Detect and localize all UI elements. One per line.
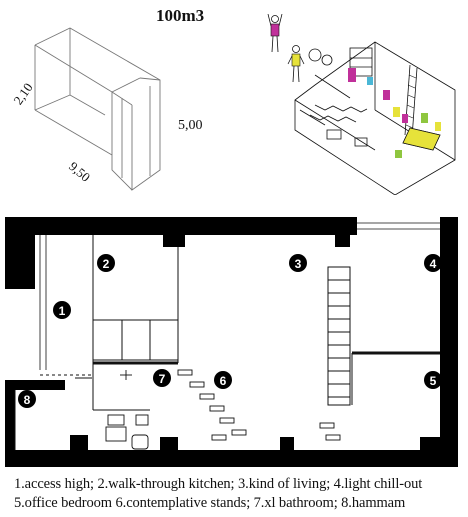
legend-line-2: 5.office bedroom 6.contemplative stands;…	[14, 495, 406, 511]
marker-7: 7	[153, 369, 171, 387]
bathroom-fixtures	[40, 370, 149, 450]
svg-text:1: 1	[59, 304, 66, 318]
stand-steps	[177, 369, 341, 441]
marker-5: 5	[424, 371, 442, 389]
svg-text:4: 4	[430, 257, 437, 271]
svg-text:8: 8	[24, 393, 31, 407]
marker-8: 8	[18, 390, 36, 408]
page-title: 100m3	[156, 6, 205, 25]
svg-text:7: 7	[159, 372, 166, 386]
person-figure-yellow-icon	[287, 45, 305, 83]
marker-1: 1	[53, 301, 71, 319]
wall-notch-a	[163, 235, 185, 247]
ladder	[327, 266, 351, 406]
wall-top-left	[5, 217, 35, 289]
volume-wireframe	[34, 27, 161, 191]
marker-4: 4	[424, 254, 442, 272]
marker-3: 3	[289, 254, 307, 272]
wall-bottom	[5, 450, 458, 467]
wall-notch-c	[70, 435, 88, 450]
wall-top	[5, 217, 357, 235]
svg-text:6: 6	[220, 374, 227, 388]
wall-left-lower	[5, 380, 15, 467]
marker-2: 2	[97, 254, 115, 272]
wall-hammam-top	[5, 380, 65, 390]
legend-line-1: 1.access high; 2.walk-through kitchen; 3…	[14, 476, 423, 492]
wall-notch-f	[420, 437, 440, 450]
floor-plan	[5, 217, 458, 467]
person-figure-magenta-icon	[267, 14, 283, 53]
svg-text:3: 3	[295, 257, 302, 271]
wall-notch-e	[280, 437, 294, 450]
axonometric-interior	[294, 41, 456, 195]
marker-6: 6	[214, 371, 232, 389]
svg-text:5: 5	[430, 374, 437, 388]
svg-text:2: 2	[103, 257, 110, 271]
wall-notch-d	[160, 437, 178, 450]
dimension-label-full-height: 5,00	[178, 118, 203, 133]
wall-right	[440, 217, 458, 467]
wall-notch-b	[335, 235, 350, 247]
